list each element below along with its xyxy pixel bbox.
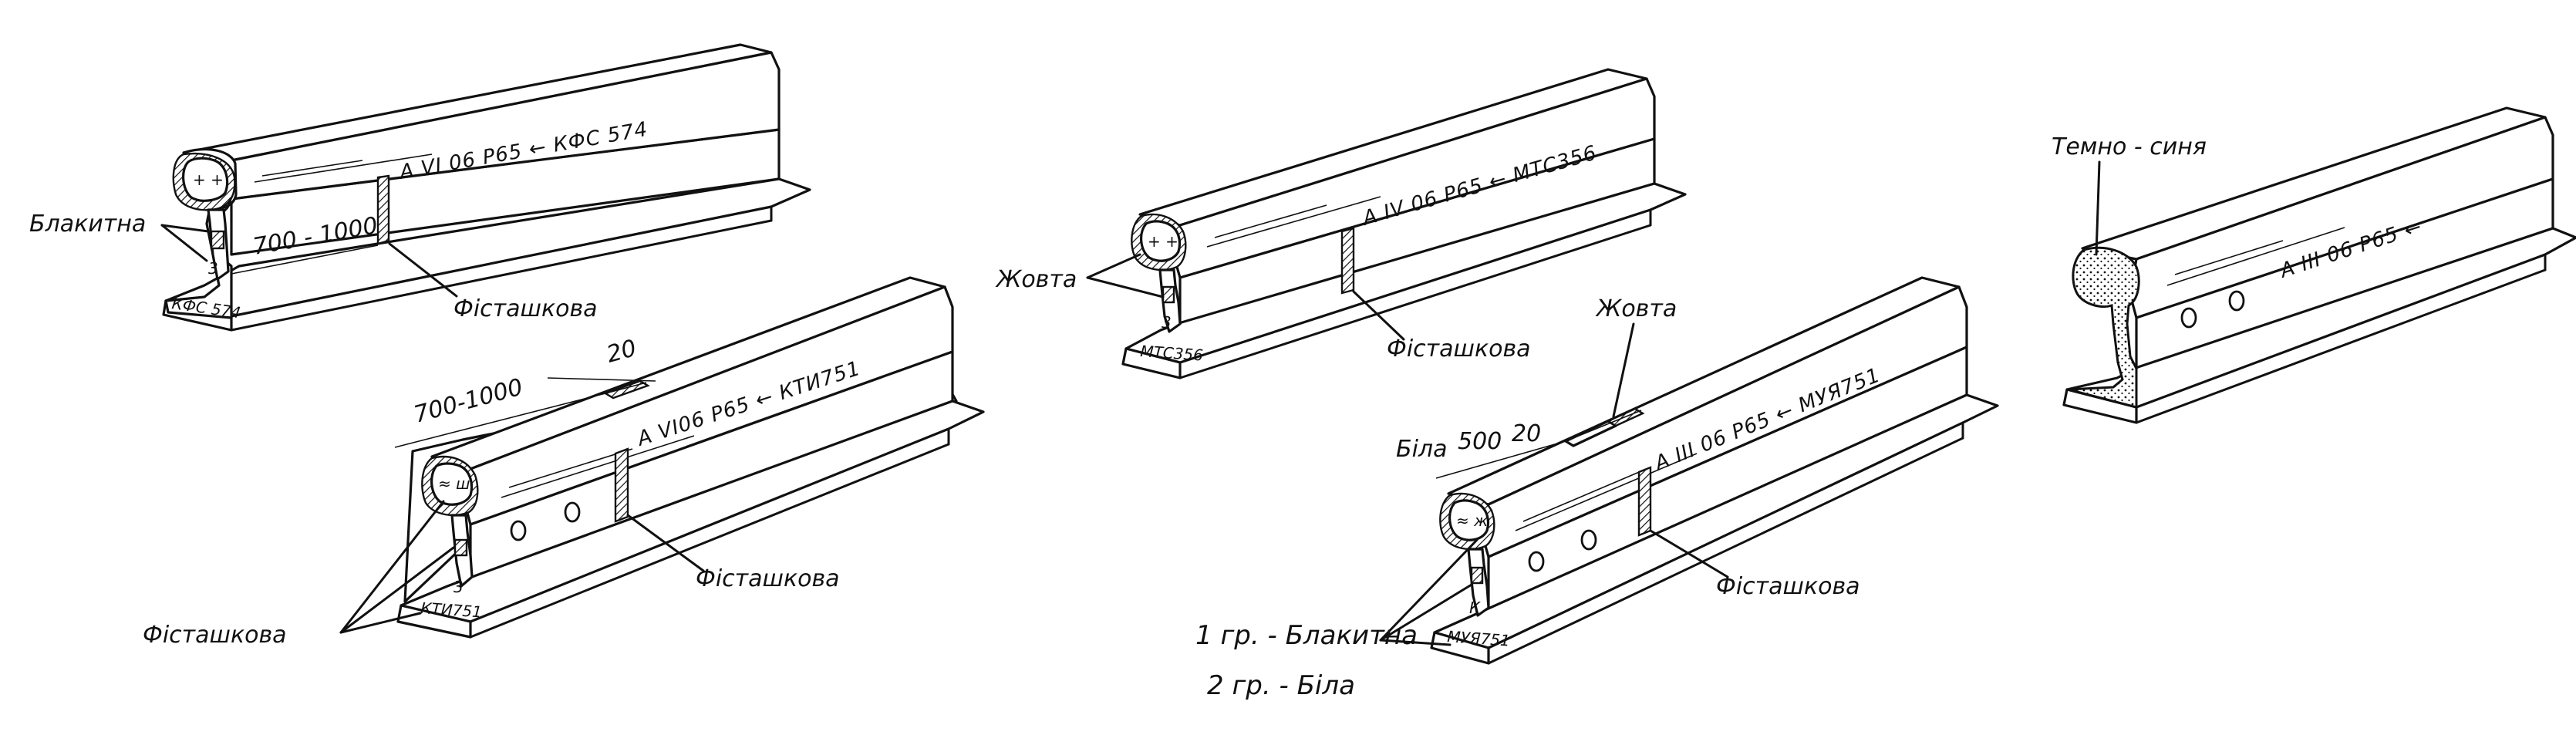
svg-text:+ +: + + [1148, 232, 1178, 251]
svg-text:≈ ж: ≈ ж [1456, 511, 1488, 530]
rail-3-foot-marking: МТС356 [1140, 342, 1204, 365]
rail-2-band-width: 20 [604, 335, 639, 369]
bolt-hole-icon [1528, 551, 1545, 572]
rail-2: ≈ ш 3 КТИ751 A VI06 P65 ← КТИ751 700-100… [143, 276, 985, 649]
rail-4-mark-color-label: Фісташкова [1716, 573, 1860, 600]
rail-1-head-color-label: Блакитна [29, 211, 146, 238]
rail-5-head-color-label: Темно - синя [2052, 133, 2207, 160]
rail-1-mark-color-label: Фісташкова [453, 295, 598, 322]
rail-4-left-color-label: Біла [1396, 436, 1447, 463]
rail-4-band-color-label: Жовта [1595, 295, 1677, 322]
rail-4: ≈ ж К МУЯ751 A III 06 P65 ← МУЯ751 Біла … [1195, 276, 1999, 701]
svg-text:+ +: + + [193, 170, 224, 189]
rail-2-foot-marking: КТИ751 [420, 599, 483, 621]
rail-2-end-color-label: Фісташкова [143, 622, 287, 649]
rail-4-band-width: 20 [1512, 420, 1541, 447]
rail-4-group-1-label: 1 гр. - Блакитна [1195, 620, 1418, 651]
bolt-hole-icon [564, 501, 581, 523]
bolt-hole-icon [2228, 290, 2245, 312]
rail-3-mark-color-label: Фісташкова [1387, 336, 1531, 363]
rail-2-dimension: 700-1000 [411, 374, 526, 429]
svg-text:≈ ш: ≈ ш [438, 474, 470, 493]
rail-4-group-2-label: 2 гр. - Біла [1207, 670, 1355, 701]
rail-1: + + 3 A VI 06 P65 ← КФС 574 КФС 574 700 … [29, 43, 811, 332]
bolt-hole-icon [1580, 529, 1597, 551]
rail-4-end-letter: К [1469, 599, 1481, 617]
bolt-hole-icon [510, 520, 527, 541]
rail-2-mark-color-label: Фісташкова [696, 565, 840, 592]
rail-3-head-color-label: Жовта [995, 266, 1077, 293]
rail-2-end-digit: 3 [453, 578, 464, 596]
rail-1-end-digit: 3 [208, 259, 218, 278]
rail-3: + + 3 МТС356 A IV 06 P65 ← МТС356 Жовта … [995, 68, 1687, 379]
svg-text:3: 3 [1162, 313, 1172, 332]
rail-4-dimension: 500 [1458, 428, 1502, 455]
bolt-hole-icon [2180, 307, 2197, 329]
rail-4-foot-marking: МУЯ751 [1447, 627, 1511, 650]
rail-5: A III 06 P65 ← Темно - синя [2052, 106, 2576, 424]
